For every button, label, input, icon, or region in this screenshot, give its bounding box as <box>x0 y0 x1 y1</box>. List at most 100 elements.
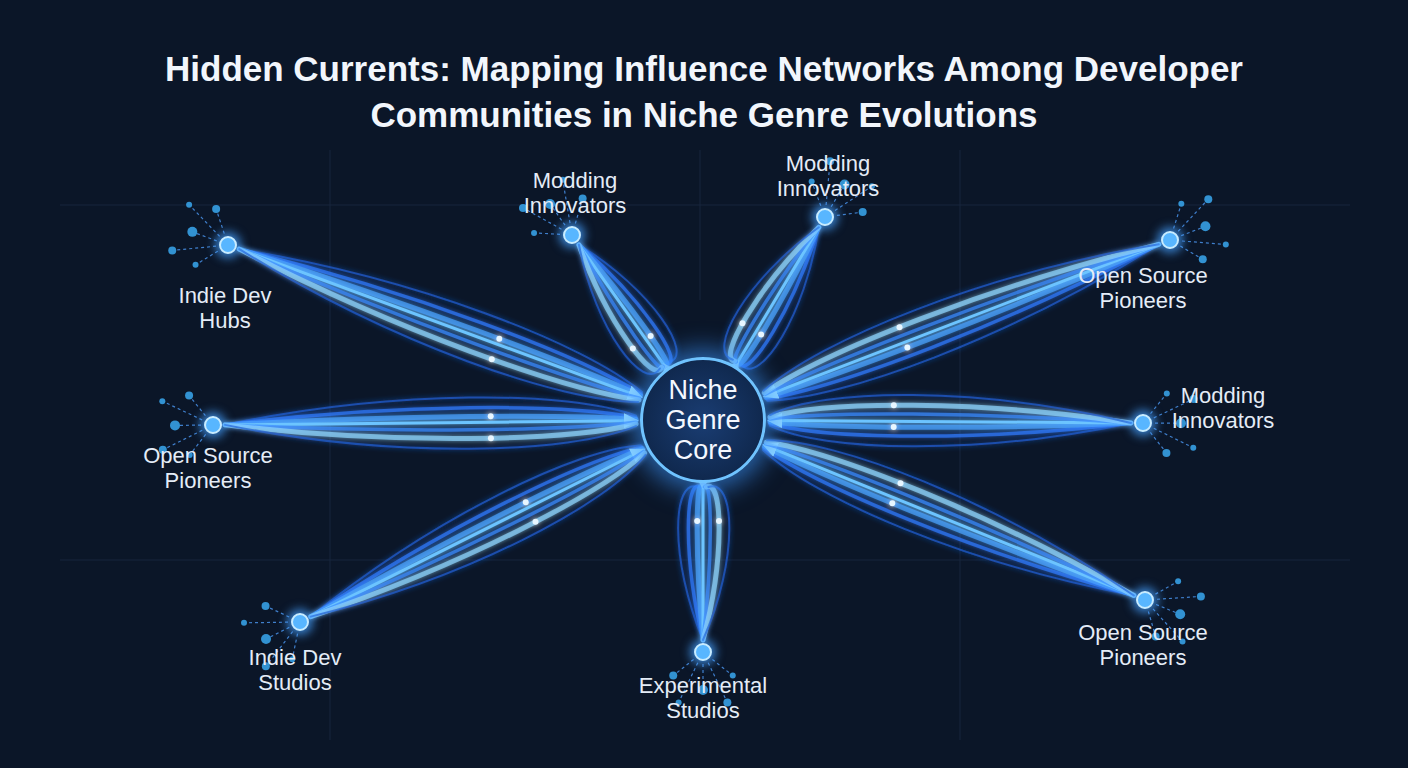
satellite-dot <box>1175 578 1181 584</box>
satellite-dot <box>1223 242 1229 248</box>
network-node: Modding Innovators <box>563 226 581 244</box>
network-node: Open Source Pioneers <box>204 416 222 434</box>
node-label: Indie Dev Hubs <box>150 283 300 334</box>
node-label: Open Source Pioneers <box>133 443 283 494</box>
satellite-dot <box>168 246 176 254</box>
satellite-link <box>1150 432 1163 449</box>
flow-particle <box>904 344 910 350</box>
stream-strand <box>735 227 819 362</box>
satellite-link <box>270 608 289 617</box>
node-label: Open Source Pioneers <box>1068 620 1218 671</box>
network-node: Modding Innovators <box>816 208 834 226</box>
satellite-link <box>1182 241 1221 244</box>
satellite-link <box>677 659 693 672</box>
influence-stream <box>724 227 819 368</box>
stream-strand <box>766 444 1134 596</box>
satellite-link <box>1181 228 1201 236</box>
satellite-dot <box>1200 221 1210 231</box>
node-label: Indie Dev Studios <box>220 645 370 696</box>
satellite-dot <box>262 602 270 610</box>
network-node: Experimental Studios <box>694 643 712 661</box>
stream-strand <box>225 397 636 424</box>
satellite-link <box>1151 397 1164 413</box>
stream-strand <box>225 421 636 425</box>
flow-particle <box>648 333 654 339</box>
stream-strand <box>703 486 729 640</box>
stream-strand <box>311 450 643 617</box>
node-label: Experimental Studios <box>628 673 778 724</box>
satellite-link <box>1180 246 1198 257</box>
stream-strand <box>765 445 1134 595</box>
satellite-dot <box>859 208 867 216</box>
flow-particle <box>891 424 897 430</box>
satellite-dot <box>241 620 247 626</box>
stream-strand <box>703 486 719 640</box>
satellite-link <box>177 246 216 250</box>
stream-strand <box>688 486 703 640</box>
stream-strand <box>239 249 638 402</box>
flow-particle <box>898 480 904 486</box>
stream-strand <box>579 245 665 366</box>
node-label: Modding Innovators <box>753 151 903 202</box>
satellite-dot <box>185 391 193 399</box>
stream-strand <box>730 227 819 361</box>
satellite-dot <box>531 230 537 236</box>
satellite-dot <box>1204 195 1212 203</box>
flow-particle <box>716 518 722 524</box>
node-label: Open Source Pioneers <box>1068 263 1218 314</box>
influence-stream <box>225 397 636 448</box>
satellite-link <box>539 233 560 234</box>
influence-stream <box>239 249 642 402</box>
stream-strand <box>770 405 1131 423</box>
influence-stream <box>579 245 677 374</box>
node-label: Modding Innovators <box>500 168 650 219</box>
satellite-link <box>180 425 201 426</box>
satellite-dot <box>1190 445 1196 451</box>
flow-particle <box>897 324 903 330</box>
satellite-dot <box>187 227 197 237</box>
stream-strand <box>311 453 645 617</box>
satellite-link <box>200 251 218 262</box>
satellite-dot <box>159 398 165 404</box>
stream-strand <box>697 486 703 640</box>
satellite-dot <box>1164 390 1170 396</box>
satellite-dot <box>1199 255 1207 263</box>
stream-strand <box>766 442 1134 595</box>
stream-strand <box>225 416 636 425</box>
satellite-link <box>192 399 205 415</box>
satellite-dot <box>1197 592 1205 600</box>
satellite-link <box>218 214 225 234</box>
core-label: Niche Genre Core <box>655 375 751 466</box>
network-node: Indie Dev Hubs <box>219 236 237 254</box>
influence-stream <box>311 445 646 616</box>
satellite-link <box>837 213 858 216</box>
stream-strand <box>770 395 1131 423</box>
network-node: Modding Innovators <box>1134 414 1152 432</box>
satellite-link <box>712 659 728 672</box>
satellite-link <box>1155 584 1173 594</box>
satellite-dot <box>186 202 192 208</box>
stream-strand <box>311 451 644 616</box>
flow-particle <box>630 346 636 352</box>
flow-particle <box>488 435 494 441</box>
satellite-dot <box>193 262 199 268</box>
satellite-dot <box>1175 609 1185 619</box>
flow-particle <box>489 356 495 362</box>
stream-strand <box>225 408 636 425</box>
satellite-link <box>1156 605 1175 613</box>
node-label: Modding Innovators <box>1148 383 1298 434</box>
flow-particle <box>891 402 897 408</box>
network-node: Indie Dev Studios <box>291 613 309 631</box>
stream-strand <box>311 455 646 617</box>
satellite-link <box>1174 209 1180 229</box>
stream-strand <box>767 440 1134 595</box>
satellite-dot <box>170 420 180 430</box>
network-node: Open Source Pioneers <box>1161 231 1179 249</box>
flow-particle <box>496 336 502 342</box>
flow-particle <box>739 320 745 326</box>
flow-particle <box>758 332 764 338</box>
satellite-link <box>249 622 288 624</box>
satellite-dot <box>261 634 271 644</box>
satellite-dot <box>1162 449 1170 457</box>
satellite-link <box>1157 597 1196 599</box>
